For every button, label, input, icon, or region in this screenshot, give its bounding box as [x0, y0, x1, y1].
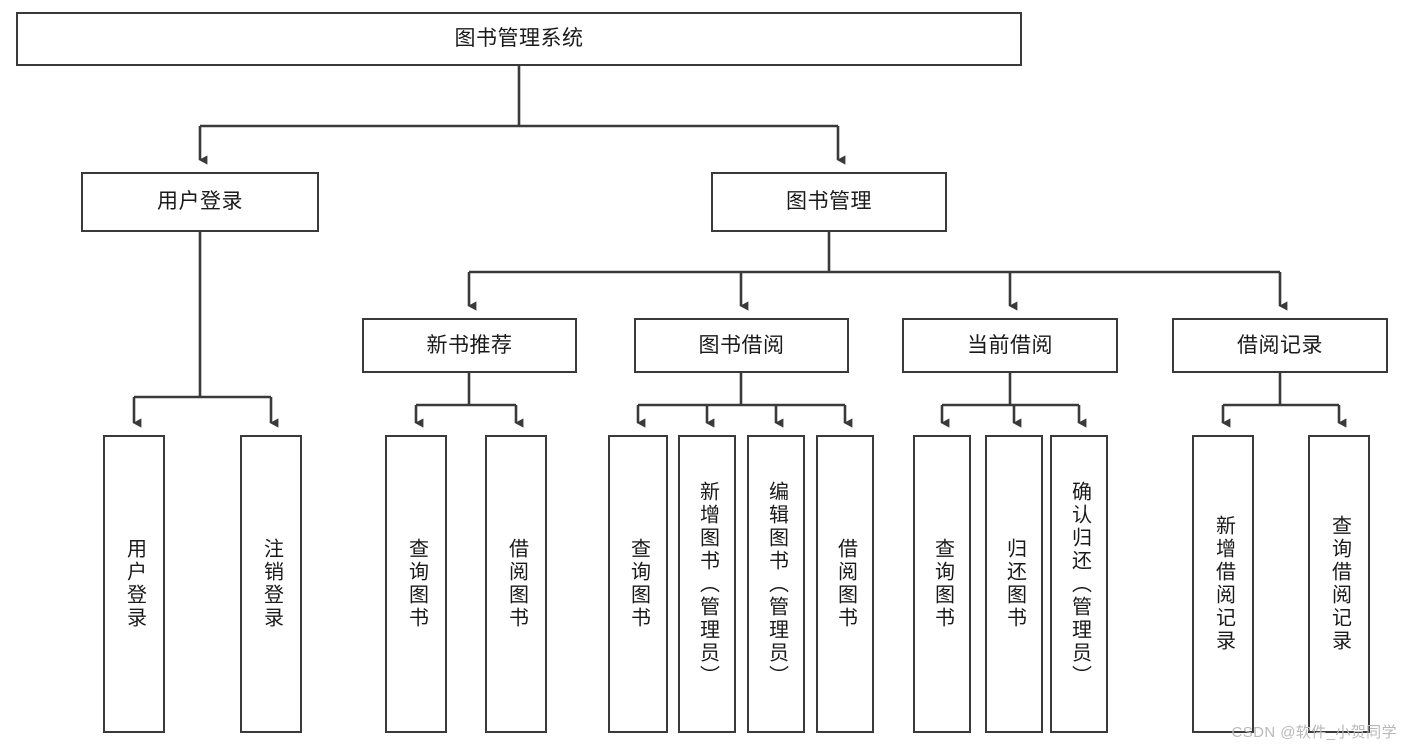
node-leaf-logout[interactable]: 注销登录: [240, 435, 302, 733]
node-new-book-recommend-label: 新书推荐: [426, 333, 513, 357]
node-leaf-user-login[interactable]: 用户登录: [103, 435, 165, 733]
node-root-label: 图书管理系统: [454, 27, 584, 51]
node-leaf-borrow-book-recommend-label: 借阅图书: [505, 538, 528, 630]
node-book-borrow[interactable]: 图书借阅: [634, 318, 849, 373]
node-leaf-query-book-borrow[interactable]: 查询图书: [608, 435, 668, 733]
node-leaf-user-login-label: 用户登录: [123, 538, 146, 630]
node-leaf-borrow-book[interactable]: 借阅图书: [816, 435, 874, 733]
node-leaf-query-borrow-record[interactable]: 查询借阅记录: [1308, 435, 1370, 733]
node-borrow-record[interactable]: 借阅记录: [1172, 318, 1388, 373]
node-leaf-return-book[interactable]: 归还图书: [985, 435, 1043, 733]
node-leaf-add-borrow-record[interactable]: 新增借阅记录: [1192, 435, 1254, 733]
node-leaf-query-book-borrow-label: 查询图书: [627, 538, 650, 630]
node-current-borrow[interactable]: 当前借阅: [902, 318, 1118, 373]
node-leaf-query-book-current-label: 查询图书: [931, 538, 954, 630]
node-leaf-query-book-recommend[interactable]: 查询图书: [385, 435, 447, 733]
node-leaf-add-book-admin-label: 新增图书（管理员）: [696, 480, 719, 688]
node-current-borrow-label: 当前借阅: [967, 333, 1053, 357]
node-leaf-edit-book-admin-label: 编辑图书（管理员）: [765, 480, 788, 688]
node-root[interactable]: 图书管理系统: [16, 12, 1022, 66]
node-user-login-label: 用户登录: [157, 190, 243, 214]
node-book-borrow-label: 图书借阅: [698, 333, 785, 357]
node-book-manage[interactable]: 图书管理: [711, 172, 947, 232]
node-leaf-confirm-return-admin-label: 确认归还（管理员）: [1068, 480, 1091, 688]
node-leaf-add-borrow-record-label: 新增借阅记录: [1212, 515, 1235, 653]
node-leaf-confirm-return-admin[interactable]: 确认归还（管理员）: [1050, 435, 1108, 733]
node-user-login[interactable]: 用户登录: [81, 172, 319, 232]
node-leaf-query-borrow-record-label: 查询借阅记录: [1328, 515, 1351, 653]
node-borrow-record-label: 借阅记录: [1237, 333, 1323, 357]
node-leaf-edit-book-admin[interactable]: 编辑图书（管理员）: [747, 435, 805, 733]
node-leaf-return-book-label: 归还图书: [1003, 538, 1026, 630]
watermark: CSDN @软件_小贺同学: [1231, 724, 1397, 741]
node-book-manage-label: 图书管理: [786, 190, 872, 214]
node-leaf-query-book-recommend-label: 查询图书: [405, 538, 428, 630]
node-leaf-borrow-book-recommend[interactable]: 借阅图书: [485, 435, 547, 733]
node-leaf-add-book-admin[interactable]: 新增图书（管理员）: [678, 435, 736, 733]
node-leaf-logout-label: 注销登录: [260, 538, 283, 630]
node-new-book-recommend[interactable]: 新书推荐: [362, 318, 577, 373]
node-leaf-query-book-current[interactable]: 查询图书: [913, 435, 971, 733]
node-leaf-borrow-book-label: 借阅图书: [834, 538, 857, 630]
